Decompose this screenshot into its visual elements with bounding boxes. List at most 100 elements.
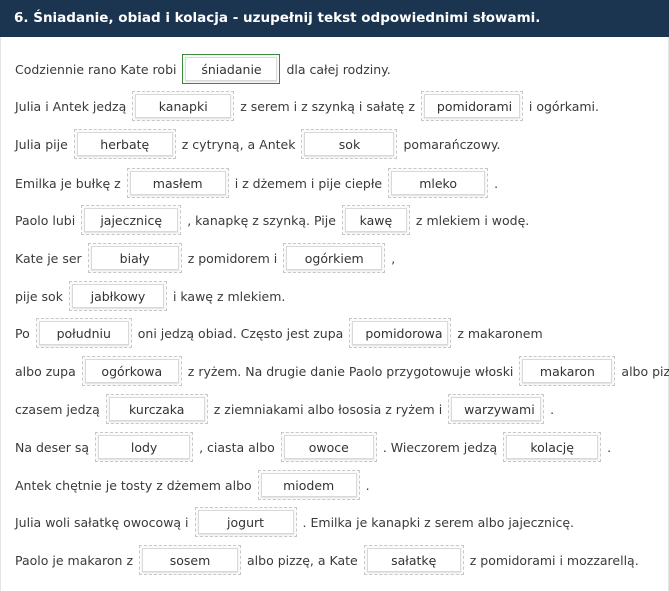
sentence-text: z serem i z szynką i sałatę z — [240, 98, 415, 114]
answer-drop-slot[interactable]: jabłkowy — [68, 281, 167, 311]
sentence-line: Julia i Antek jedzą kanapki z serem i z sz… — [15, 89, 603, 123]
answer-word-chip[interactable]: pomidorowa — [352, 321, 449, 345]
sentence-text: Emilka je bułkę z — [15, 175, 121, 191]
sentence-text: Paolo lubi — [15, 212, 76, 228]
sentence-line: pije sok jabłkowy i kawę z mlekiem. — [15, 279, 289, 313]
sentence-text: . — [607, 439, 612, 455]
sentence-text: pomarańczowy. — [403, 136, 501, 152]
answer-drop-slot[interactable]: herbatę — [73, 129, 176, 159]
sentence-text: Julia woli sałatkę owocową i — [15, 514, 189, 530]
answer-drop-slot[interactable]: południu — [35, 318, 132, 348]
answer-drop-slot[interactable]: kurczaka — [105, 394, 208, 424]
answer-word-chip[interactable]: makaron — [522, 359, 613, 383]
answer-word-chip[interactable]: sok — [304, 132, 395, 156]
answer-word-chip[interactable]: owoce — [283, 435, 374, 459]
answer-word-chip[interactable]: jogurt — [197, 510, 294, 534]
sentence-text: Antek chętnie je tosty z dżemem albo — [15, 477, 252, 493]
answer-drop-slot[interactable]: kawę — [341, 205, 410, 235]
sentence-line: Na deser są lody , ciasta albo owoce . Wiecz… — [15, 430, 615, 464]
answer-drop-slot[interactable]: pomidorowa — [349, 318, 452, 348]
sentence-line: Julia woli sałatkę owocową i jogurt . Emil… — [15, 505, 578, 539]
answer-drop-slot[interactable]: miodem — [257, 470, 360, 500]
answer-drop-slot[interactable]: jogurt — [194, 507, 297, 537]
answer-word-chip[interactable]: kurczaka — [108, 397, 205, 421]
answer-drop-slot[interactable]: lody — [95, 432, 194, 462]
sentence-text: . — [550, 401, 555, 417]
answer-word-chip[interactable]: lody — [98, 435, 191, 459]
sentence-line: Paolo lubi jajecznicę , kanapkę z szynką. … — [15, 203, 533, 237]
answer-word-chip[interactable]: południu — [38, 321, 129, 345]
exercise-title: 6. Śniadanie, obiad i kolacja - uzupełni… — [0, 0, 669, 37]
answer-word-chip[interactable]: jabłkowy — [71, 284, 164, 308]
sentence-text: oni jedzą obiad. Często jest zupa — [137, 325, 344, 341]
answer-word-chip[interactable]: herbatę — [76, 132, 173, 156]
answer-word-chip[interactable]: kolację — [506, 435, 599, 459]
answer-drop-slot[interactable]: masłem — [126, 168, 229, 198]
answer-drop-slot[interactable]: owoce — [280, 432, 377, 462]
sentence-text: Codziennie rano Kate robi — [15, 61, 177, 77]
answer-drop-slot[interactable]: sok — [301, 129, 398, 159]
answer-drop-slot[interactable]: kanapki — [132, 91, 235, 121]
answer-word-chip[interactable]: kanapki — [135, 94, 232, 118]
answer-word-chip[interactable]: ogórkowa — [84, 359, 179, 383]
answer-word-chip[interactable]: masłem — [129, 171, 226, 195]
sentence-line: Emilka je bułkę z masłem i z dżemem i pije… — [15, 166, 502, 200]
answer-word-chip[interactable]: biały — [90, 246, 179, 270]
answer-drop-slot[interactable]: sosem — [139, 545, 241, 575]
answer-word-chip[interactable]: miodem — [260, 473, 357, 497]
answer-drop-slot[interactable]: śniadanie — [182, 54, 281, 84]
answer-word-chip[interactable]: kawę — [344, 208, 407, 232]
sentence-text: z pomidorem i — [187, 250, 278, 266]
sentence-text: z cytryną, a Antek — [181, 136, 296, 152]
sentence-text: . — [365, 477, 370, 493]
sentence-text: z ziemniakami albo łososia z ryżem i — [213, 401, 443, 417]
sentence-text: , ciasta albo — [199, 439, 275, 455]
sentence-text: z ryżem. Na drugie danie Paolo przygotow… — [187, 363, 514, 379]
sentence-line: czasem jedzą kurczaka z ziemniakami albo ł… — [15, 392, 558, 426]
sentence-text: Julia pije — [15, 136, 68, 152]
sentence-text: . Emilka je kanapki z serem albo jajeczn… — [302, 514, 574, 530]
sentence-text: . — [494, 175, 499, 191]
sentence-text: , kanapkę z szynką. Pije — [187, 212, 336, 228]
answer-word-chip[interactable]: sosem — [142, 548, 238, 572]
answer-word-chip[interactable]: pomidorami — [423, 94, 520, 118]
sentence-text: Julia i Antek jedzą — [15, 98, 127, 114]
sentence-text: czasem jedzą — [15, 401, 100, 417]
sentence-text: z mlekiem i wodę. — [415, 212, 530, 228]
sentence-text: z pomidorami i mozzarellą. — [469, 552, 639, 568]
answer-drop-slot[interactable]: makaron — [519, 356, 616, 386]
answer-word-chip[interactable]: sałatkę — [366, 548, 461, 572]
answer-word-chip[interactable]: śniadanie — [185, 57, 278, 81]
answer-word-chip[interactable]: ogórkiem — [286, 246, 383, 270]
answer-drop-slot[interactable]: jajecznicę — [81, 205, 182, 235]
sentence-text: i z dżemem i pije ciepłe — [234, 175, 383, 191]
sentence-text: i kawę z mlekiem. — [172, 288, 286, 304]
sentence-text: pije sok — [15, 288, 63, 304]
sentence-text: i ogórkami. — [528, 98, 600, 114]
sentence-text: , — [391, 250, 396, 266]
answer-drop-slot[interactable]: pomidorami — [420, 91, 523, 121]
answer-drop-slot[interactable]: ogórkiem — [283, 243, 386, 273]
answer-drop-slot[interactable]: biały — [87, 243, 182, 273]
answer-drop-slot[interactable]: sałatkę — [363, 545, 464, 575]
answer-drop-slot[interactable]: ogórkowa — [81, 356, 182, 386]
sentence-line: Antek chętnie je tosty z dżemem albo miod… — [15, 468, 374, 502]
sentence-text: albo pizzę, — [621, 363, 669, 379]
answer-word-chip[interactable]: warzywami — [451, 397, 542, 421]
sentence-text: z makaronem — [457, 325, 543, 341]
sentence-text: . Wieczorem jedzą — [382, 439, 498, 455]
sentence-text: Na deser są — [15, 439, 90, 455]
sentence-text: albo pizzę, a Kate — [247, 552, 358, 568]
answer-word-chip[interactable]: mleko — [391, 171, 486, 195]
sentence-text: Kate je ser — [15, 250, 82, 266]
answer-word-chip[interactable]: jajecznicę — [84, 208, 179, 232]
answer-drop-slot[interactable]: kolację — [503, 432, 602, 462]
answer-drop-slot[interactable]: warzywami — [448, 394, 545, 424]
answer-drop-slot[interactable]: mleko — [388, 168, 489, 198]
